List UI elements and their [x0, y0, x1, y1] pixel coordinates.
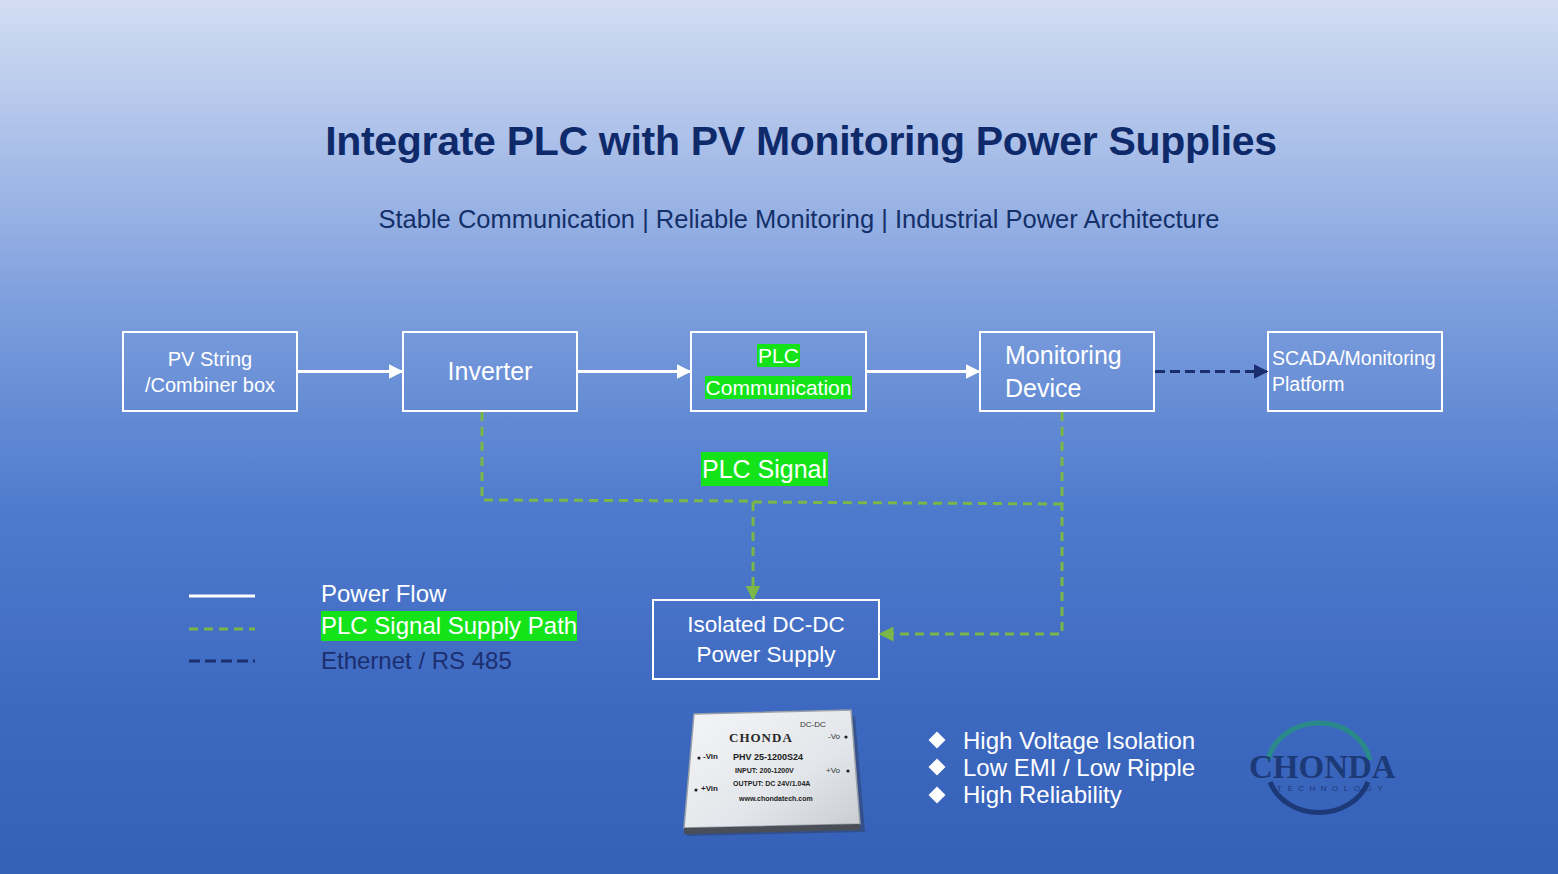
module-print: +Vin — [701, 784, 718, 793]
process-box: Isolated DC-DC Power Supply — [652, 599, 880, 680]
pin-dot — [844, 735, 847, 738]
module-print: www.chondatech.com — [739, 795, 813, 802]
legend-sample-green-dash — [189, 628, 255, 631]
pin-dot — [846, 769, 849, 772]
text-wrap: SCADA/Monitoring Platform — [1272, 346, 1441, 397]
legend-text: Ethernet / RS 485 — [321, 646, 512, 676]
module-body — [684, 710, 860, 828]
module-edge — [684, 824, 860, 834]
pin-dot — [694, 788, 697, 791]
connector-arrow — [1155, 370, 1267, 373]
feature-bullet: Low EMI / Low Ripple — [963, 754, 1195, 782]
pin-dot — [697, 756, 700, 759]
legend-text: Power Flow — [321, 579, 446, 609]
legend-sample-solid — [189, 595, 255, 598]
module-print: +Vo — [826, 766, 840, 775]
text-wrap: PV String /Combiner box — [128, 346, 292, 398]
text-wrap: Monitoring Device — [1005, 339, 1149, 404]
process-box: PLC Communication — [690, 331, 867, 412]
box-label: Inverter — [408, 355, 572, 388]
box-label: PLC Communication — [705, 344, 853, 399]
edge-label: PLC Signal — [701, 452, 828, 486]
module-print: -Vo — [828, 732, 840, 741]
process-box: PV String /Combiner box — [122, 331, 298, 412]
bullet-diamond — [929, 732, 946, 749]
box-label: Isolated DC-DC Power Supply — [658, 610, 874, 669]
module-print: CHONDA — [729, 730, 793, 746]
connector-arrow — [880, 412, 1062, 634]
connector-arrow — [867, 370, 979, 373]
legend-text: PLC Signal Supply Path — [321, 611, 577, 641]
feature-bullet: High Voltage Isolation — [963, 727, 1195, 755]
text-wrap: Inverter — [408, 355, 572, 388]
connector-arrow — [578, 370, 690, 373]
box-label: PV String /Combiner box — [128, 346, 292, 398]
connector-arrow — [482, 412, 753, 599]
logo-text: TECHNOLOGY — [1277, 784, 1388, 793]
bullet-diamond — [929, 787, 946, 804]
process-box: SCADA/Monitoring Platform — [1267, 331, 1443, 412]
subtitle: Stable Communication | Reliable Monitori… — [0, 205, 1558, 234]
box-label: Monitoring Device — [1005, 339, 1149, 404]
process-box: Inverter — [402, 331, 578, 412]
connector-arrow — [298, 370, 402, 373]
module-print: INPUT: 200-1200V — [735, 767, 794, 774]
module-print: DC-DC — [800, 720, 826, 729]
feature-bullet: High Reliability — [963, 781, 1122, 809]
module-print: -Vin — [703, 752, 718, 761]
box-label: SCADA/Monitoring Platform — [1272, 346, 1441, 397]
slide-title: Integrate PLC with PV Monitoring Power S… — [0, 118, 1558, 165]
module-print: PHV 25-1200S24 — [733, 752, 803, 762]
signal-bus-line — [753, 502, 1062, 504]
text-wrap: Isolated DC-DC Power Supply — [658, 610, 874, 669]
logo-text: CHONDA — [1249, 749, 1396, 786]
text-wrap: PLC Communication — [694, 340, 863, 404]
module-print: OUTPUT: DC 24V/1.04A — [733, 780, 810, 787]
bullet-diamond — [929, 759, 946, 776]
legend-sample-navy-dash — [189, 660, 255, 663]
process-box: Monitoring Device — [979, 331, 1155, 412]
